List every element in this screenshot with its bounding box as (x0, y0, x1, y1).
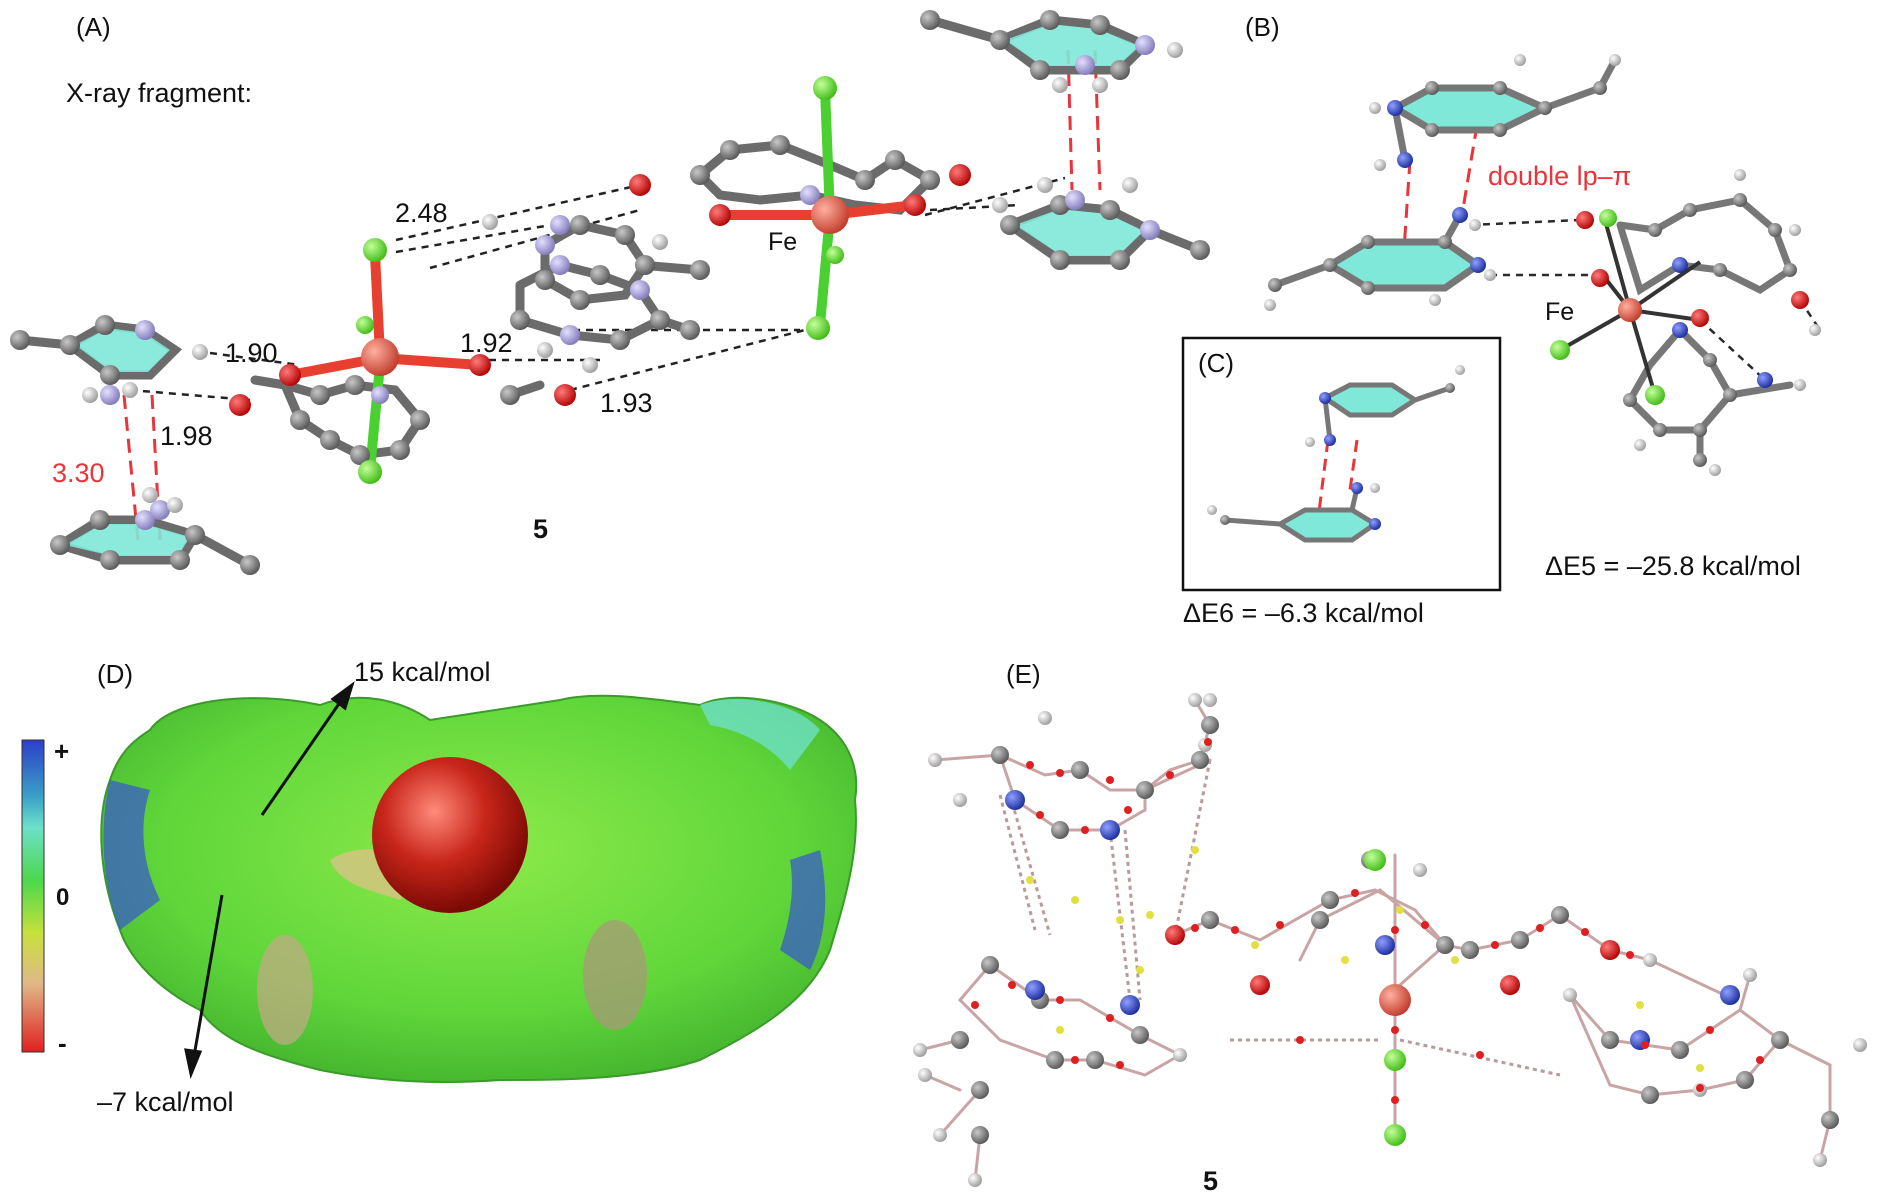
distance-192: 1.92 (460, 328, 513, 358)
fe-label-a: Fe (768, 228, 797, 256)
mep-cyan-right (700, 699, 820, 770)
scale-zero: 0 (56, 884, 69, 911)
distance-193: 1.93 (600, 388, 653, 418)
panel-label-b: (B) (1245, 12, 1280, 42)
distance-198: 1.98 (160, 421, 213, 451)
panel-label-c: (C) (1198, 348, 1234, 378)
ring-c-bottom (1275, 507, 1380, 543)
mep-blue-right (780, 850, 826, 970)
scale-minus: - (58, 1028, 67, 1058)
atoms-c (1207, 365, 1465, 530)
compound-label-a: 5 (533, 514, 548, 544)
mep-min-label: –7 kcal/mol (97, 1087, 234, 1117)
energy-6-label: ΔE6 = –6.3 kcal/mol (1183, 598, 1424, 628)
panel-label-a: (A) (76, 12, 111, 42)
fe-bonds-b (1559, 219, 1702, 396)
fe-label-b: Fe (1545, 298, 1574, 326)
ring-b-top (1387, 84, 1554, 134)
panel-b: (B) (1245, 12, 1822, 581)
mep-arrows (184, 681, 355, 1080)
distance-248: 2.48 (395, 198, 448, 228)
mep-blue-left (103, 780, 160, 930)
panel-c: (C) ΔE6 = –6.3 kcal/mol (1181, 336, 1502, 628)
mep-tan-right (583, 920, 647, 1030)
noncovalent-paths-e (998, 759, 1561, 1077)
ring-fills-a (65, 24, 1144, 556)
ring-b-bottom (1323, 238, 1485, 292)
panel-e: (E) (913, 659, 1867, 1196)
panel-label-d: (D) (97, 659, 133, 689)
scale-plus: + (54, 736, 69, 766)
mep-tan-left (257, 935, 313, 1045)
compound-label-e: 5 (1203, 1166, 1218, 1196)
panel-label-e: (E) (1006, 659, 1041, 689)
distance-190: 1.90 (225, 338, 278, 368)
double-lp-pi-label: double lp–π (1488, 161, 1631, 191)
xray-fragment-label: X-ray fragment: (66, 78, 252, 108)
panel-c-frame (1181, 336, 1502, 592)
atoms-a (10, 10, 1210, 575)
panel-a: (A) X-ray fragment: (10, 10, 1210, 575)
distance-330: 3.30 (52, 458, 105, 488)
mep-color-scale (21, 739, 45, 1053)
energy-5-label: ΔE5 = –25.8 kcal/mol (1545, 551, 1801, 581)
atoms-b (1264, 54, 1821, 476)
panel-d: (D) + 0 - 15 kcal/mol –7 kcal/mol (21, 657, 858, 1117)
mep-max-label: 15 kcal/mol (354, 657, 491, 687)
mep-chloride-sphere (372, 757, 528, 913)
lp-pi-contacts-c (1316, 439, 1359, 521)
atoms-e (913, 693, 1867, 1187)
